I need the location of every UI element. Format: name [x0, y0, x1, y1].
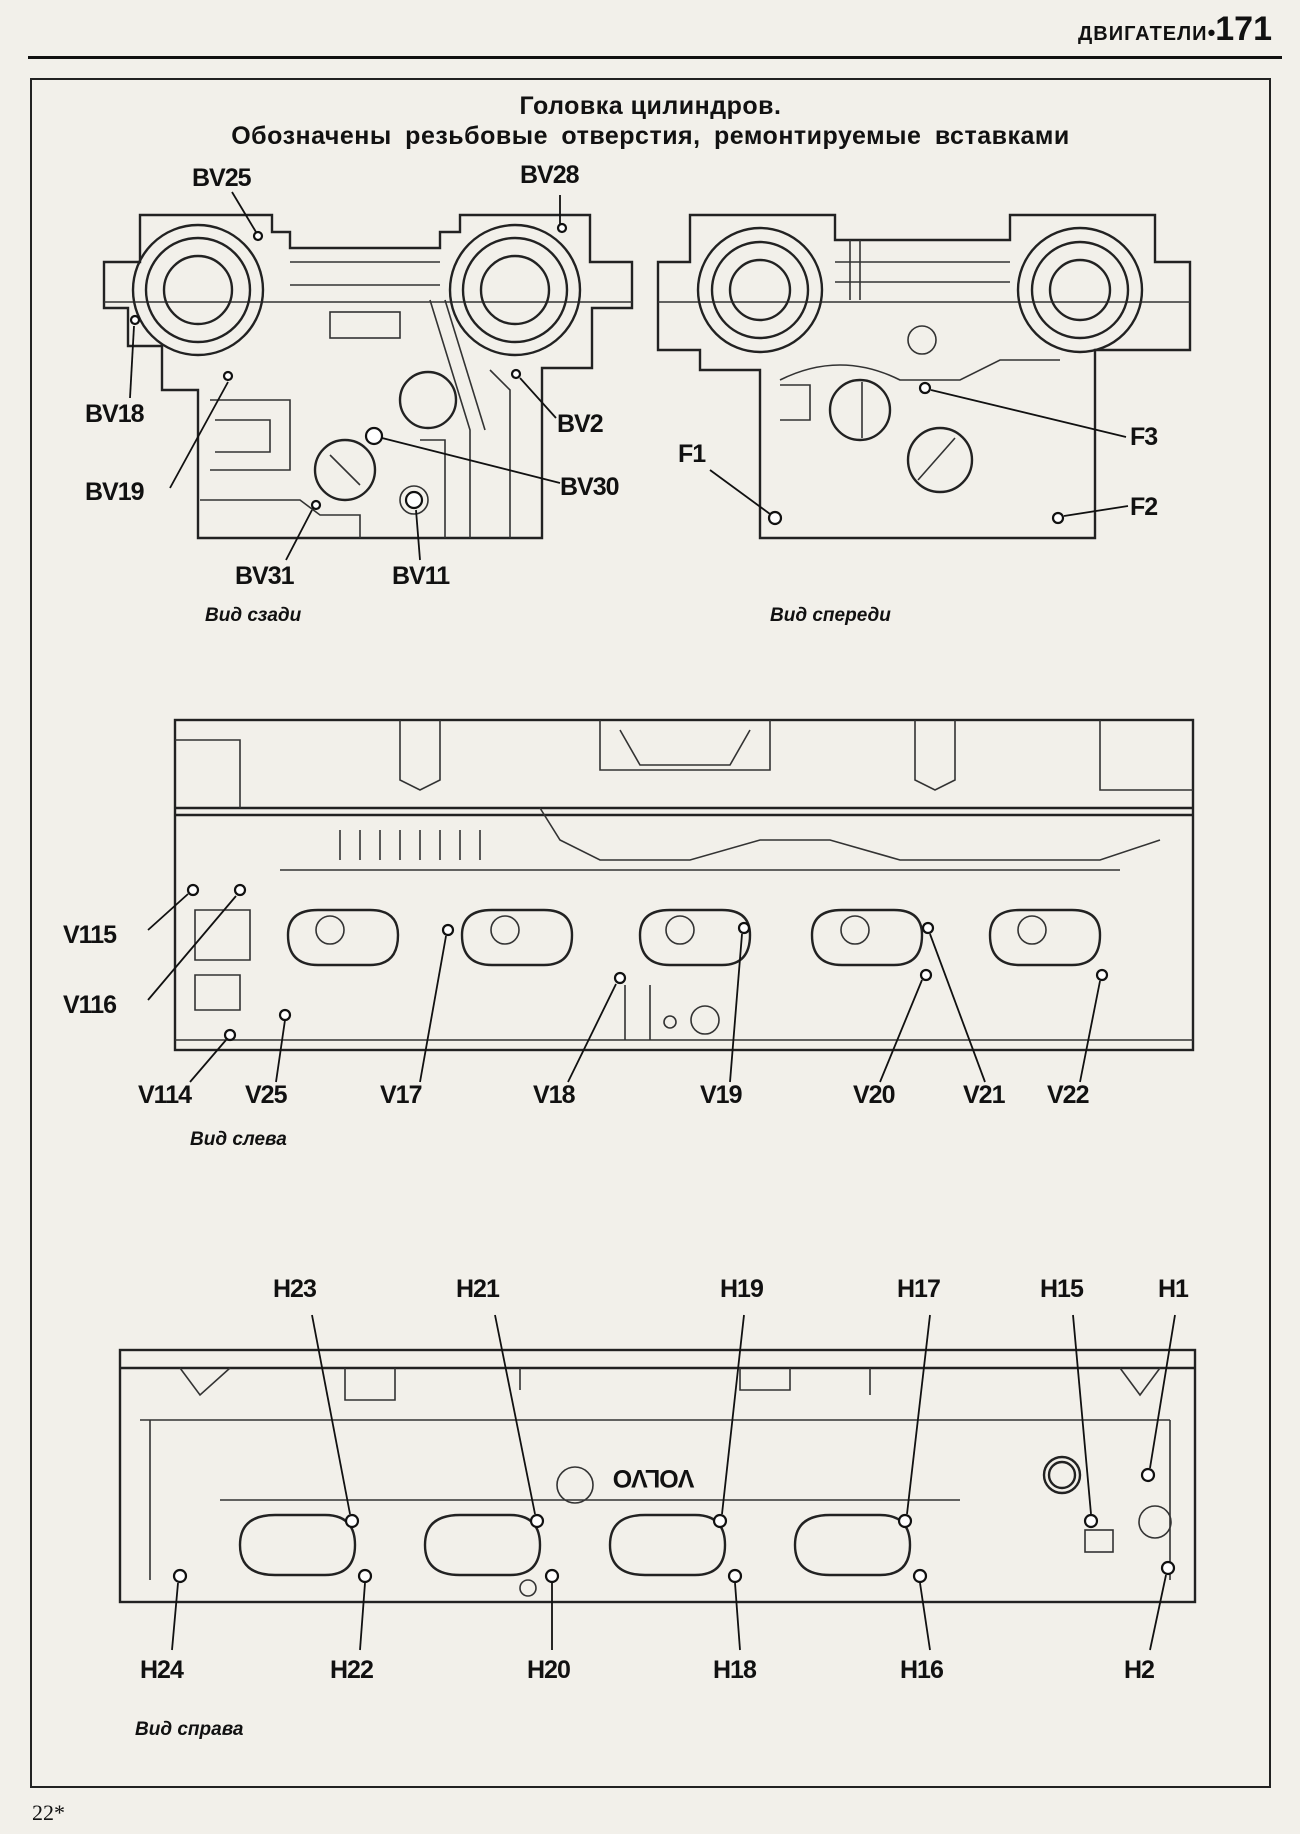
- label-h16: H16: [900, 1656, 943, 1684]
- figure-subtitle: Обозначены резьбовые отверстия, ремонтир…: [231, 122, 1070, 150]
- label-bv18: BV18: [85, 400, 145, 428]
- label-h22: H22: [330, 1656, 373, 1684]
- running-header: ДВИГАТЕЛИ•171: [1078, 10, 1272, 49]
- label-v20: V20: [853, 1081, 895, 1109]
- label-bv19: BV19: [85, 478, 144, 506]
- label-v19: V19: [700, 1081, 742, 1109]
- label-h20: H20: [527, 1656, 570, 1684]
- label-h17: H17: [897, 1275, 940, 1303]
- label-v18: V18: [533, 1081, 576, 1109]
- label-bv11: BV11: [392, 562, 450, 590]
- label-f3: F3: [1130, 423, 1157, 451]
- label-bv30: BV30: [560, 473, 619, 501]
- right-view-drawing: [118, 1314, 1197, 1651]
- label-h2: H2: [1124, 1656, 1154, 1684]
- label-bv25: BV25: [192, 164, 252, 192]
- label-h24: H24: [140, 1656, 184, 1684]
- figure-title: Головка цилиндров.: [519, 92, 782, 120]
- label-h19: H19: [720, 1275, 763, 1303]
- front-view-caption: Вид спереди: [770, 605, 891, 626]
- label-v22: V22: [1047, 1081, 1089, 1109]
- label-v21: V21: [963, 1081, 1006, 1109]
- label-bv2: BV2: [557, 410, 603, 438]
- rear-view-caption: Вид сзади: [205, 605, 302, 626]
- label-h21: H21: [456, 1275, 500, 1303]
- label-v114: V114: [138, 1081, 192, 1109]
- label-f2: F2: [1130, 493, 1157, 521]
- label-h15: H15: [1040, 1275, 1084, 1303]
- figure-frame: [30, 78, 1271, 1788]
- label-bv28: BV28: [520, 161, 580, 189]
- label-h23: H23: [273, 1275, 316, 1303]
- label-f1: F1: [678, 440, 706, 468]
- label-h18: H18: [713, 1656, 757, 1684]
- header-rule: [28, 56, 1282, 59]
- section-title: ДВИГАТЕЛИ: [1078, 23, 1208, 45]
- front-view-drawing: [656, 213, 1192, 540]
- rear-view-drawing: [102, 191, 634, 561]
- volvo-engraving: VOLVO: [613, 1464, 694, 1492]
- label-bv31: BV31: [235, 562, 295, 590]
- left-view-drawing: [147, 718, 1195, 1083]
- label-v115: V115: [63, 921, 117, 949]
- page-number: 171: [1215, 10, 1272, 48]
- label-h1: H1: [1158, 1275, 1189, 1303]
- left-view-caption: Вид слева: [190, 1129, 287, 1150]
- page-footer-mark: 22*: [32, 1800, 65, 1825]
- label-v25: V25: [245, 1081, 288, 1109]
- header-bullet: •: [1207, 20, 1216, 45]
- label-v17: V17: [380, 1081, 422, 1109]
- right-view-caption: Вид справа: [135, 1719, 244, 1740]
- label-v116: V116: [63, 991, 116, 1019]
